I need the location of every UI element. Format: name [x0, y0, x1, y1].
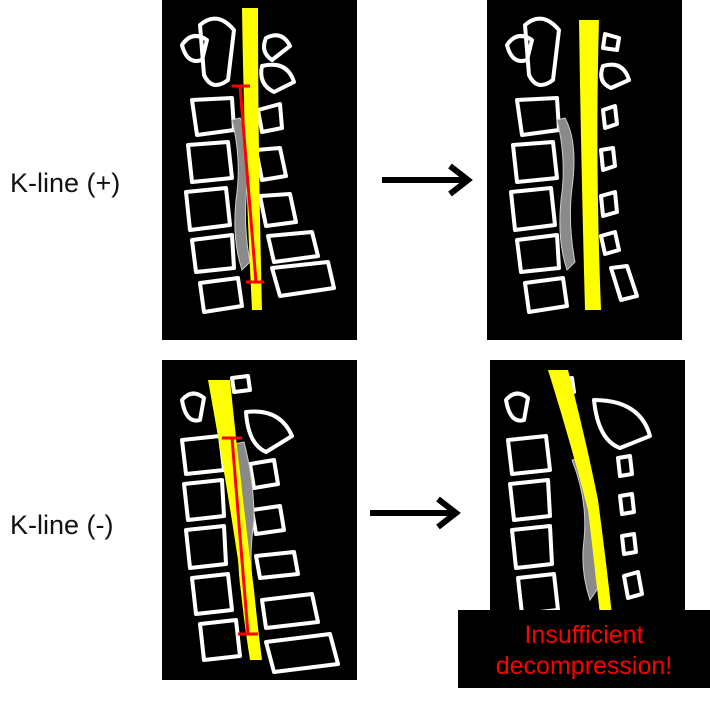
- spinous-process: [611, 266, 637, 300]
- spinous-process: [601, 148, 615, 170]
- arrow-right-top: [380, 160, 475, 200]
- arrow-icon: [368, 493, 463, 533]
- panel-kline-negative-postop: [490, 360, 685, 615]
- spinous-process: [603, 34, 619, 50]
- spinous-process: [268, 232, 318, 262]
- vertebral-body: [186, 188, 230, 230]
- insufficient-decompression-warning: Insufficient decompression!: [458, 610, 710, 688]
- spinous-process: [603, 106, 617, 128]
- spinous-process: [601, 65, 629, 88]
- spinal-cord: [548, 370, 612, 615]
- spine-diagram: [162, 360, 357, 680]
- warning-line-2: decompression!: [458, 651, 710, 682]
- vertebral-body: [508, 436, 550, 474]
- vertebral-body: [525, 278, 567, 312]
- arrow-icon: [380, 160, 475, 200]
- spinous-process: [261, 65, 294, 92]
- vertebral-body: [192, 574, 232, 614]
- vertebral-body: [510, 480, 550, 520]
- posterior-arch: [182, 36, 207, 61]
- vertebral-body: [182, 436, 224, 474]
- spinous-process: [272, 262, 334, 296]
- panel-kline-positive-preop: [162, 0, 357, 340]
- spinous-process: [260, 194, 296, 226]
- spinous-process: [601, 232, 619, 254]
- spinous-process: [232, 376, 250, 392]
- spinous-process: [250, 460, 278, 488]
- vertebra-c2-dens: [506, 393, 528, 420]
- vertebral-body: [192, 98, 234, 135]
- vertebral-body: [518, 574, 558, 614]
- spinous-process: [246, 412, 292, 453]
- vertebral-body: [200, 278, 242, 312]
- vertebra-c2-dens: [182, 393, 204, 420]
- k-line-positive-label: K-line (+): [10, 170, 120, 197]
- vertebral-body: [192, 235, 234, 272]
- k-line-negative-label: K-line (-): [10, 512, 114, 539]
- spinous-process: [256, 552, 298, 578]
- vertebral-body: [512, 526, 552, 568]
- spinous-process: [601, 192, 617, 216]
- spine-diagram: [490, 360, 685, 615]
- spinous-process: [262, 594, 318, 628]
- vertebral-body: [513, 142, 557, 182]
- vertebral-body: [511, 188, 555, 230]
- arrow-right-bottom: [368, 493, 463, 533]
- vertebral-body: [517, 98, 559, 135]
- vertebral-body: [188, 142, 232, 182]
- spinous-process: [594, 400, 650, 448]
- panel-kline-positive-postop: [487, 0, 682, 340]
- spinous-process: [622, 534, 636, 554]
- spinous-process: [624, 572, 642, 598]
- spinal-cord: [579, 20, 601, 310]
- spinous-process: [266, 634, 338, 672]
- posterior-arch: [507, 36, 532, 61]
- vertebral-body: [184, 480, 224, 520]
- spinous-process: [256, 148, 286, 180]
- spinous-process: [258, 104, 282, 132]
- warning-line-1: Insufficient: [458, 620, 710, 651]
- spine-diagram: [162, 0, 357, 340]
- panel-kline-negative-preop: [162, 360, 357, 680]
- spinous-process: [618, 456, 632, 476]
- spinous-process: [620, 494, 634, 514]
- spinous-process: [264, 35, 290, 60]
- vertebral-body: [200, 620, 240, 660]
- vertebral-body: [186, 526, 226, 568]
- spinous-process: [252, 506, 284, 534]
- vertebral-body: [517, 235, 559, 272]
- spine-diagram: [487, 0, 682, 340]
